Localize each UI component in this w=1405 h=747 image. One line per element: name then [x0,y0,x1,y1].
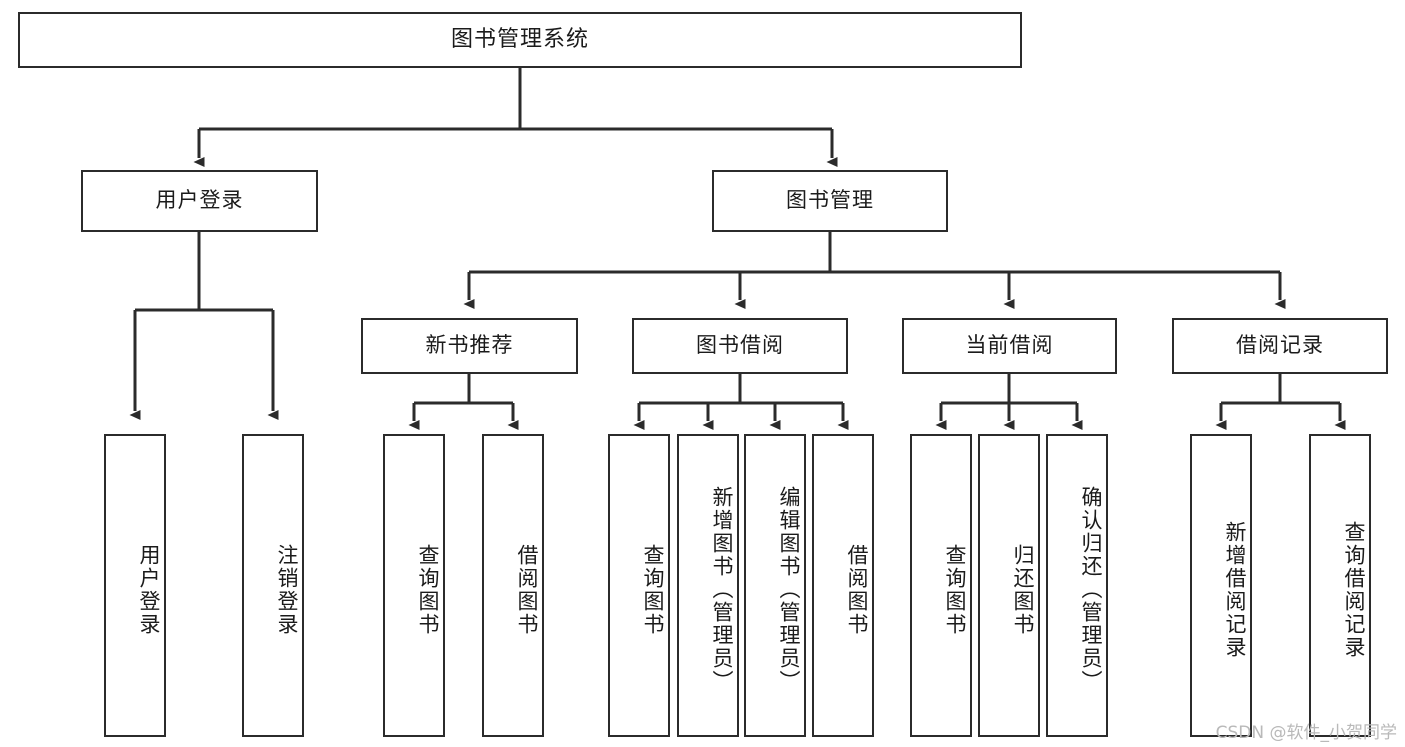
node-label: 查询图书 [943,543,967,636]
node-new-book-recommendation[interactable]: 新书推荐 [361,318,578,374]
leaf-query-book-new-book[interactable]: 查询图书 [383,434,445,737]
node-label: 新增借阅记录 [1223,520,1247,659]
node-borrow-record[interactable]: 借阅记录 [1172,318,1388,374]
leaf-logout-login[interactable]: 注销登录 [242,434,304,737]
node-book-borrow[interactable]: 图书借阅 [632,318,848,374]
leaf-borrow-book-new-book[interactable]: 借阅图书 [482,434,544,737]
node-label: 归还图书 [1011,543,1035,636]
node-label: 新增图书（管理员） [710,486,734,693]
node-label: 用户登录 [155,188,244,213]
leaf-user-login[interactable]: 用户登录 [104,434,166,737]
node-label: 新书推荐 [425,333,514,358]
node-label: 借阅图书 [845,543,869,636]
node-label: 注销登录 [275,543,299,636]
node-label: 图书借阅 [696,333,784,358]
node-label: 编辑图书（管理员） [777,486,801,693]
node-label: 查询图书 [641,543,665,636]
leaf-query-book-current[interactable]: 查询图书 [910,434,972,737]
watermark-text: CSDN @软件_小贺同学 [1215,723,1397,743]
leaf-add-book-admin[interactable]: 新增图书（管理员） [677,434,739,737]
node-label: 用户登录 [137,543,161,636]
leaf-add-borrow-record[interactable]: 新增借阅记录 [1190,434,1252,737]
node-book-management[interactable]: 图书管理 [712,170,948,232]
node-label: 借阅图书 [515,543,539,636]
leaf-borrow-book[interactable]: 借阅图书 [812,434,874,737]
node-label: 确认归还（管理员） [1079,486,1103,693]
leaf-query-borrow-record[interactable]: 查询借阅记录 [1309,434,1371,737]
node-label: 借阅记录 [1236,333,1324,358]
node-label: 图书管理系统 [450,26,589,52]
node-root-book-management-system[interactable]: 图书管理系统 [18,12,1022,68]
leaf-return-book[interactable]: 归还图书 [978,434,1040,737]
leaf-confirm-return-admin[interactable]: 确认归还（管理员） [1046,434,1108,737]
node-current-borrow[interactable]: 当前借阅 [902,318,1117,374]
node-label: 查询图书 [416,543,440,636]
leaf-query-book-borrow[interactable]: 查询图书 [608,434,670,737]
node-label: 查询借阅记录 [1342,520,1366,659]
leaf-edit-book-admin[interactable]: 编辑图书（管理员） [744,434,806,737]
node-label: 当前借阅 [965,333,1054,358]
node-user-login[interactable]: 用户登录 [81,170,318,232]
node-label: 图书管理 [786,188,874,213]
